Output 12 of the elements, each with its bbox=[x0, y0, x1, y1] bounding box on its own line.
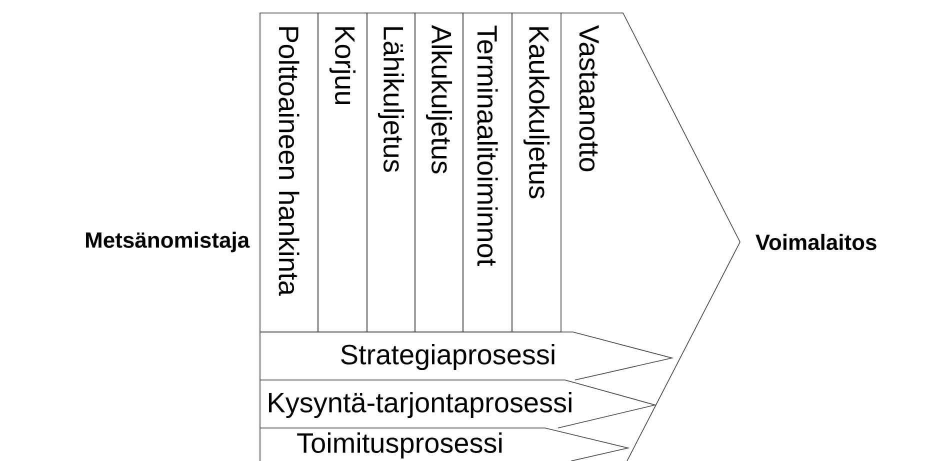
endpoint-label: Voimalaitos bbox=[756, 234, 876, 250]
activity-column: Lähikuljetus bbox=[366, 12, 416, 332]
process-band: Kysyntä-tarjontaprosessi bbox=[260, 380, 657, 428]
activity-column: Polttoaineen hankinta bbox=[260, 12, 318, 332]
activity-column: Kaukokuljetus bbox=[512, 12, 562, 332]
process-band: Toimitusprosessi bbox=[260, 428, 630, 461]
endpoint-label: Metsänomistaja bbox=[86, 232, 250, 252]
activity-column: Alkukuljetus bbox=[414, 12, 464, 332]
process-band: Strategiaprosessi bbox=[260, 332, 674, 380]
activity-column: Vastaanotto bbox=[579, 25, 599, 172]
activity-column: Korjuu bbox=[318, 12, 368, 332]
activity-column: Terminaalitoiminnot bbox=[462, 12, 512, 332]
